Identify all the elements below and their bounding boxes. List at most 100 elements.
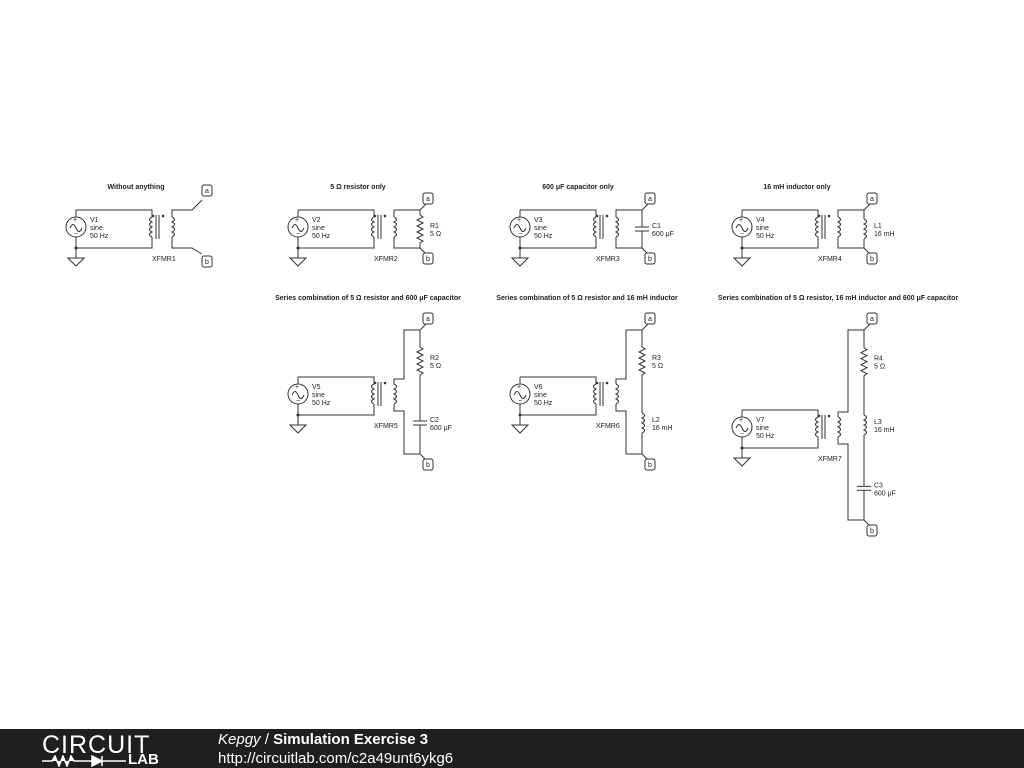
- primary-wire-bottom: [742, 237, 819, 249]
- source-name: V6: [534, 384, 543, 391]
- output-wire-top: [837, 329, 864, 417]
- polarity-dot: [151, 214, 155, 218]
- minus-sign: −: [518, 398, 522, 405]
- transformer-name: XFMR3: [596, 256, 620, 263]
- terminal-lead: [641, 203, 649, 211]
- terminal-b-label: b: [205, 259, 209, 266]
- circuit-title: Series combination of 5 Ω resistor and 6…: [275, 295, 461, 302]
- source-type: sine: [534, 225, 547, 232]
- terminal-b-label: b: [870, 528, 874, 535]
- polarity-dot: [605, 381, 609, 385]
- sine-wave-icon: [513, 391, 527, 399]
- minus-sign: −: [74, 231, 78, 238]
- logo-text-circuit: CIRCUIT: [42, 731, 151, 759]
- capacitor-name: C2: [430, 417, 439, 424]
- terminal-b-label: b: [426, 462, 430, 469]
- ground-icon: [66, 257, 86, 267]
- circuitlab-logo[interactable]: CIRCUIT LAB: [42, 731, 182, 768]
- terminal-a: [644, 192, 656, 205]
- circuit-title: Without anything: [107, 184, 164, 191]
- circuit-6: Series combination of 5 Ω resistor and 1…: [496, 295, 678, 471]
- polarity-dot: [817, 414, 821, 418]
- output-wire-top: [615, 209, 642, 217]
- source-name: V4: [756, 217, 765, 224]
- polarity-dot: [383, 381, 387, 385]
- sine-wave-icon: [291, 224, 305, 232]
- inductor-icon: [640, 412, 645, 434]
- sine-wave-icon: [735, 424, 749, 432]
- primary-wire-top: [520, 209, 597, 217]
- author-link[interactable]: Kepgy: [218, 731, 261, 748]
- ground-icon: [288, 424, 308, 434]
- plus-sign: +: [73, 217, 77, 224]
- terminal-b: [422, 252, 434, 265]
- polarity-dot: [817, 214, 821, 218]
- terminal-a: [201, 184, 213, 197]
- logo-text-lab: LAB: [128, 751, 159, 768]
- minus-sign: −: [740, 431, 744, 438]
- terminal-b: [866, 524, 878, 537]
- coil: [614, 216, 619, 238]
- output-wire-top: [393, 209, 420, 217]
- terminal-a-label: a: [870, 316, 874, 323]
- source-name: V2: [312, 217, 321, 224]
- capacitor-value: 600 μF: [874, 490, 896, 497]
- title-separator: /: [260, 731, 274, 748]
- inductor-icon: [862, 218, 867, 240]
- output-wire-bottom: [837, 437, 864, 521]
- ground-icon: [732, 257, 752, 267]
- source-name: V3: [534, 217, 543, 224]
- output-wire-bottom: [171, 237, 203, 255]
- inductor-icon: [862, 414, 867, 436]
- source-frequency: 50 Hz: [312, 233, 331, 240]
- transformer-name: XFMR6: [596, 423, 620, 430]
- inductor-value: 16 mH: [874, 231, 895, 238]
- source-type: sine: [90, 225, 103, 232]
- polarity-dot: [373, 214, 377, 218]
- terminal-b-label: b: [648, 256, 652, 263]
- polarity-dot: [827, 214, 831, 218]
- terminal-a: [866, 192, 878, 205]
- capacitor-value: 600 μF: [652, 231, 674, 238]
- circuit-title: 16 mH inductor only: [763, 184, 830, 191]
- terminal-a: [866, 312, 878, 325]
- coil: [593, 383, 598, 405]
- primary-wire-top: [742, 209, 819, 217]
- polarity-dot: [161, 214, 165, 218]
- source-type: sine: [312, 392, 325, 399]
- minus-sign: −: [740, 231, 744, 238]
- inductor-name: L3: [874, 419, 882, 426]
- polarity-dot: [383, 214, 387, 218]
- resistor-name: R4: [874, 356, 883, 363]
- sine-wave-icon: [291, 391, 305, 399]
- terminal-b: [866, 252, 878, 265]
- sine-wave-icon: [513, 224, 527, 232]
- terminal-b: [644, 252, 656, 265]
- capacitor-name: C1: [652, 223, 661, 230]
- transformer-name: XFMR4: [818, 256, 842, 263]
- ground-icon: [732, 457, 752, 467]
- polarity-dot: [595, 214, 599, 218]
- transformer-name: XFMR2: [374, 256, 398, 263]
- coil: [836, 416, 841, 438]
- plus-sign: +: [739, 417, 743, 424]
- terminal-b-label: b: [426, 256, 430, 263]
- output-wire-top: [615, 329, 642, 384]
- terminal-b-label: b: [870, 256, 874, 263]
- source-frequency: 50 Hz: [756, 433, 775, 440]
- plus-sign: +: [295, 384, 299, 391]
- resistor-value: 5 Ω: [874, 364, 885, 371]
- capacitor-value: 600 μF: [430, 425, 452, 432]
- circuit-url[interactable]: http://circuitlab.com/c2a49unt6ykg6: [218, 750, 454, 767]
- plus-sign: +: [295, 217, 299, 224]
- output-wire-top: [393, 329, 420, 384]
- output-wire-bottom: [837, 237, 864, 249]
- terminal-lead: [863, 203, 871, 211]
- output-wire-bottom: [393, 404, 420, 455]
- circuit-meta: Kepgy / Simulation Exercise 3 http://cir…: [218, 730, 453, 768]
- project-title[interactable]: Simulation Exercise 3: [273, 731, 429, 748]
- primary-wire-bottom: [742, 437, 819, 449]
- resistor-icon: [415, 214, 425, 244]
- polarity-dot: [373, 381, 377, 385]
